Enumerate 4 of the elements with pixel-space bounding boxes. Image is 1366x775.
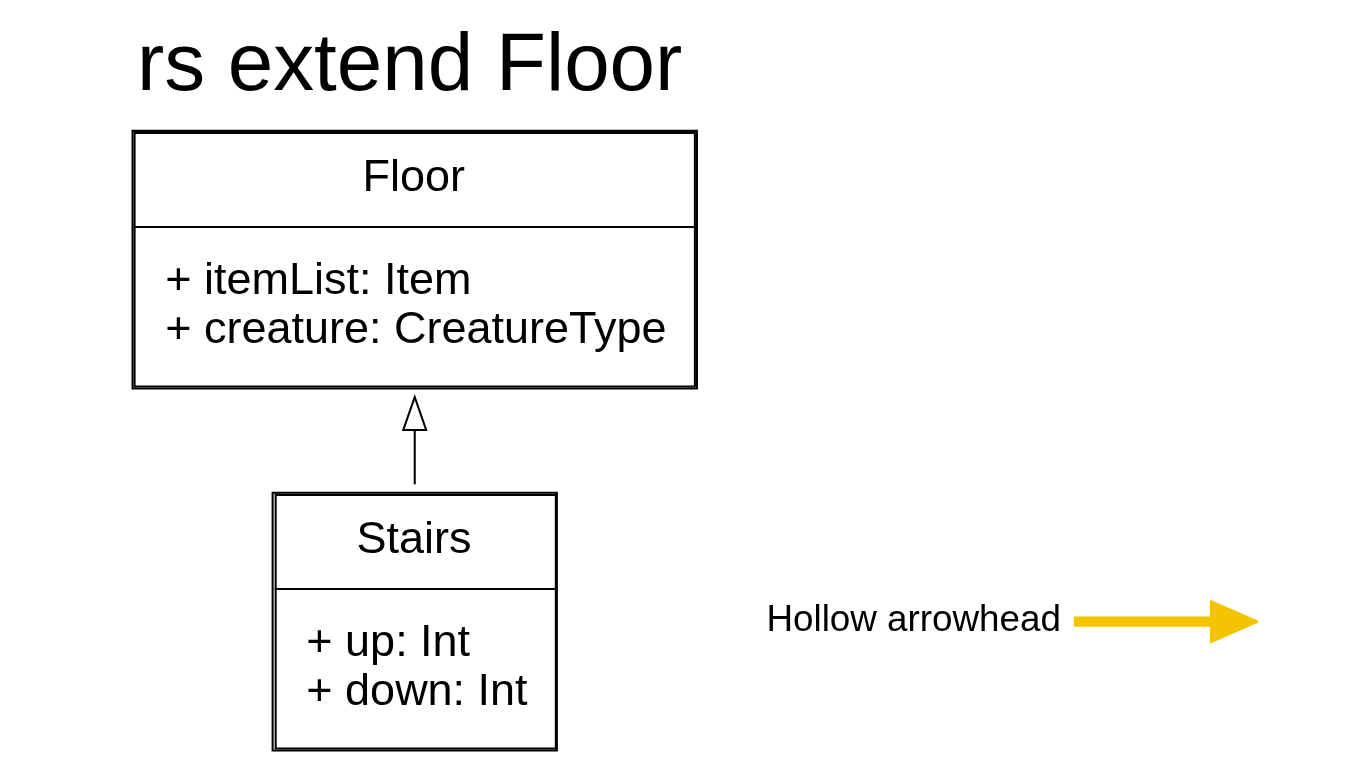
diagram-title: rs extend Floor	[136, 15, 683, 107]
node-text: Hollow arrowhead	[766, 597, 1062, 639]
arrow	[1073, 599, 1258, 644]
arrow	[401, 394, 428, 485]
